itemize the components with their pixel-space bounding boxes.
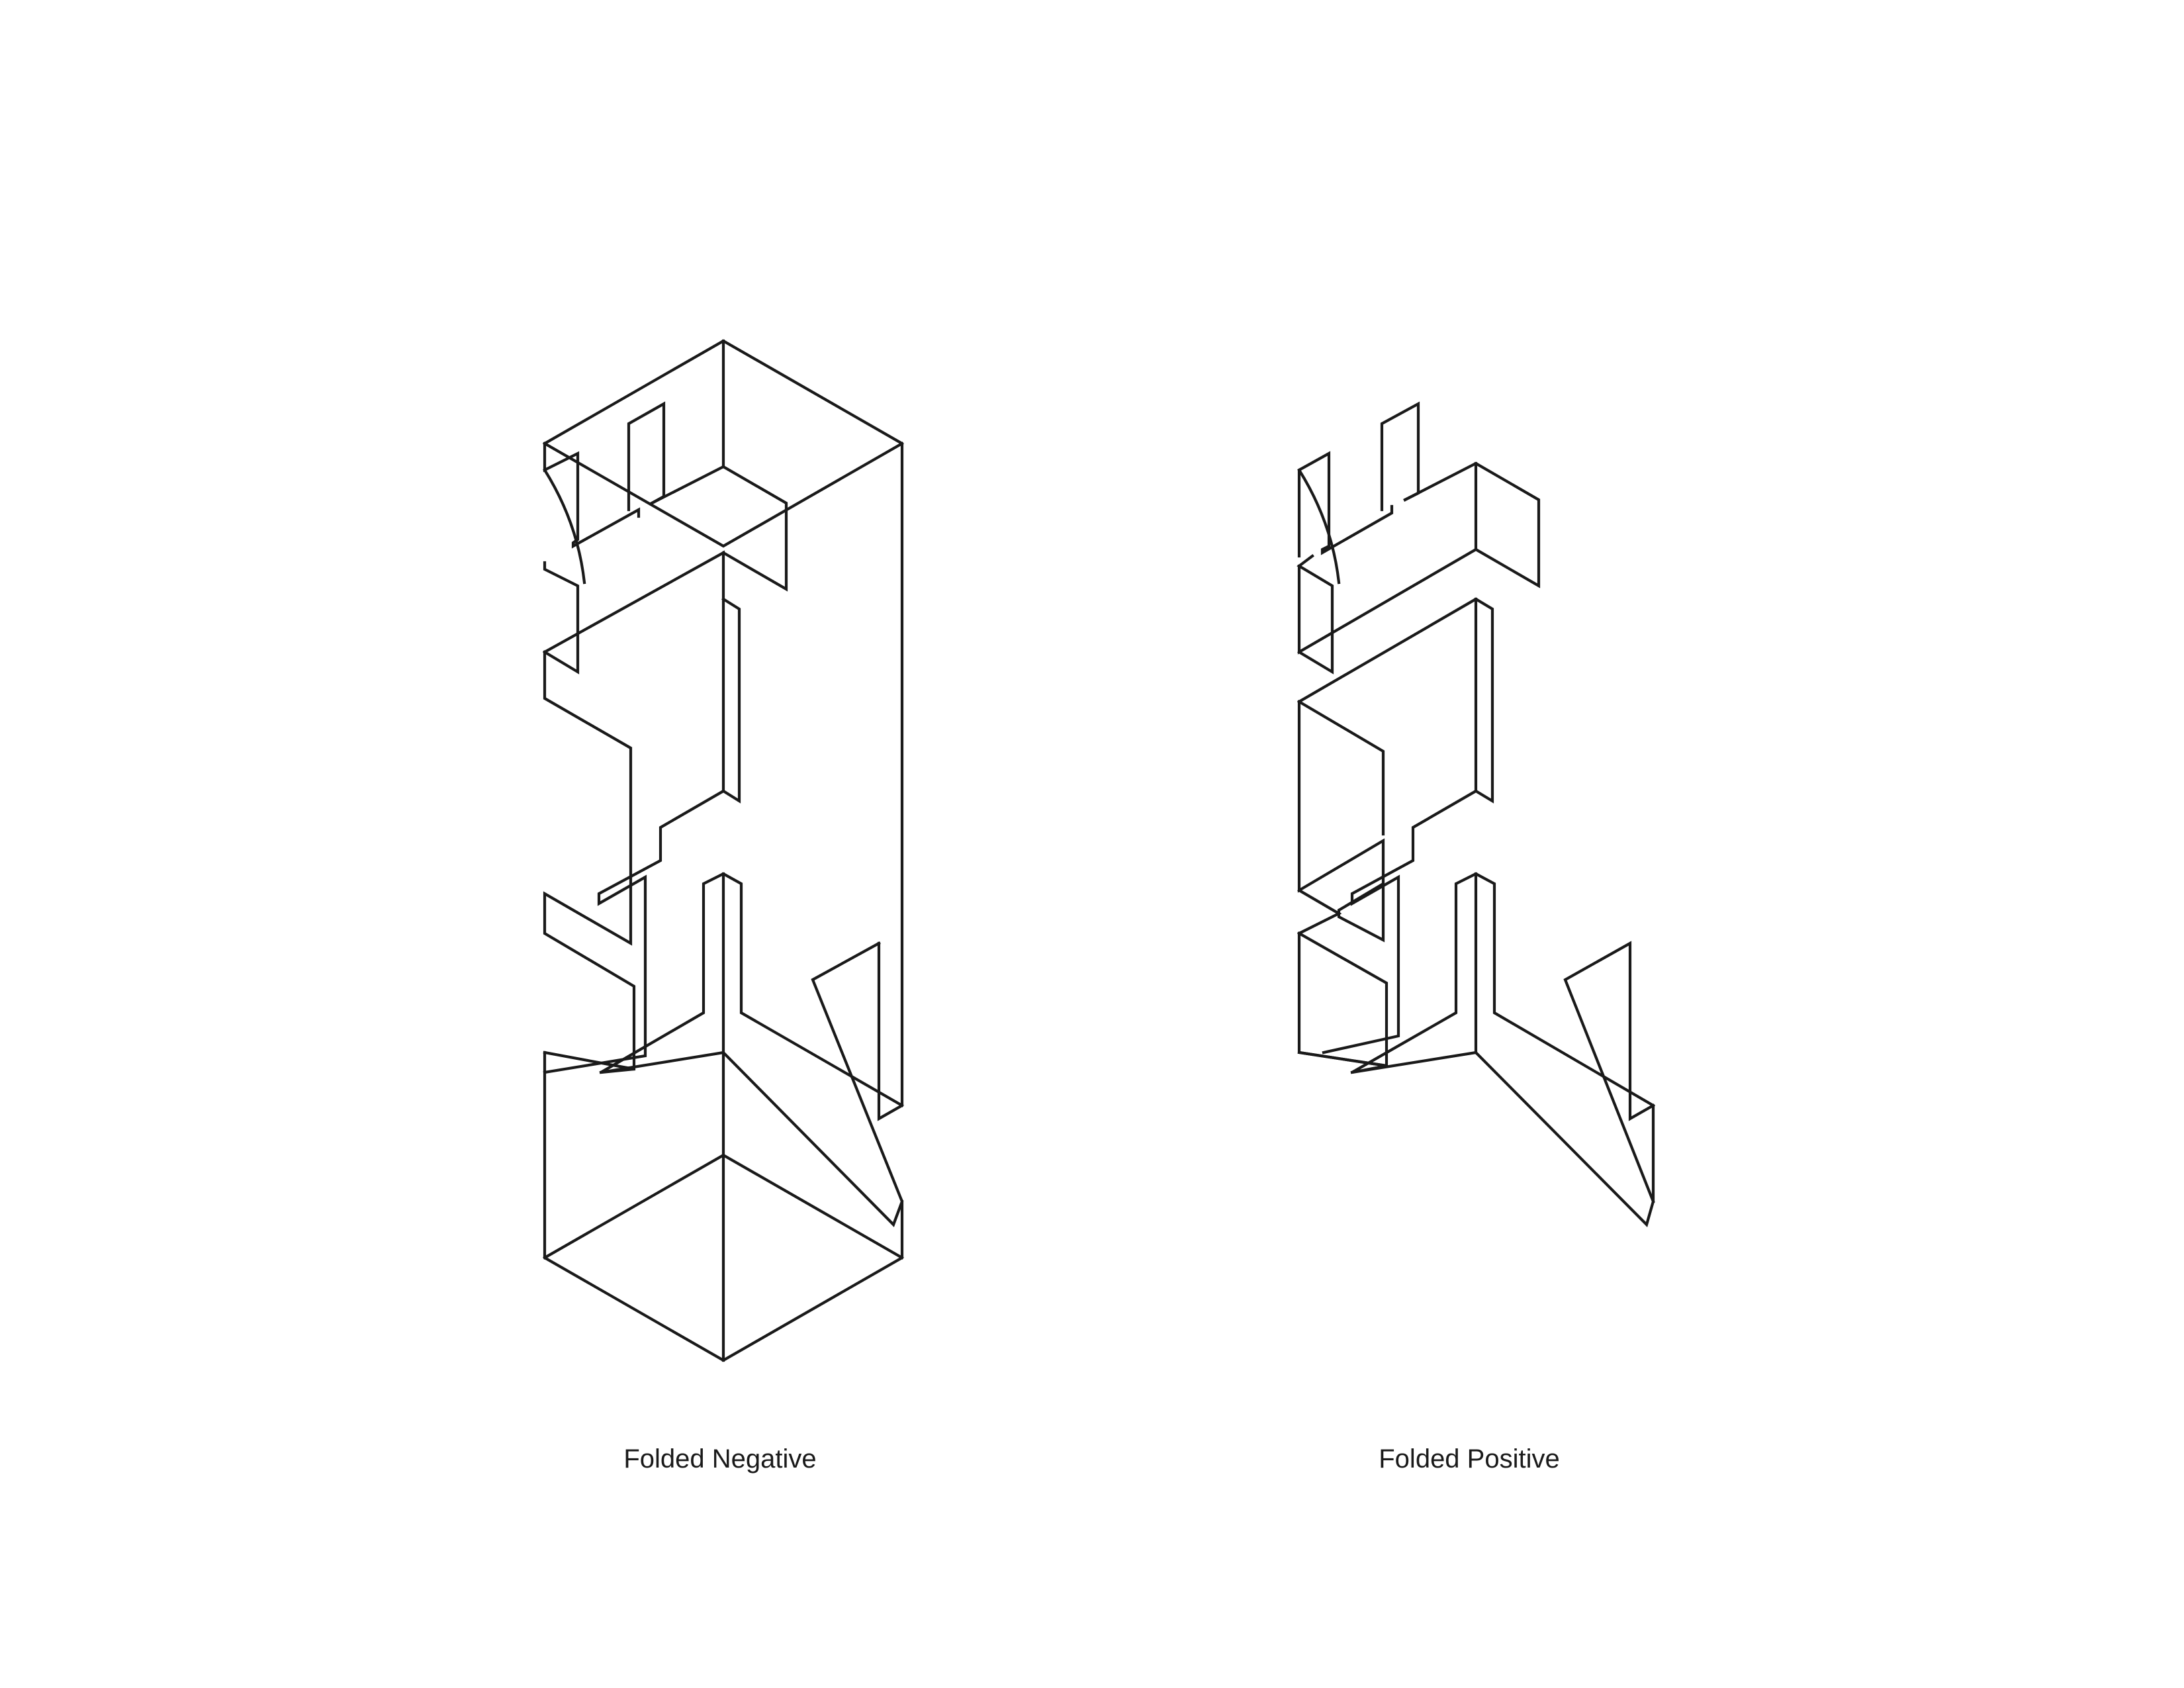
neg-upper-tab-2 (627, 401, 666, 512)
pos-curve (1297, 468, 1341, 585)
neg-lower-fold (599, 941, 904, 1227)
neg-top-outline (543, 339, 904, 1121)
neg-lower-tab (543, 561, 580, 675)
pos-upper-tab-3 (1380, 401, 1420, 512)
pos-lower-box (1297, 931, 1388, 1068)
neg-middle-left (543, 650, 636, 1071)
pos-middle-outline (1297, 597, 1494, 1055)
folded-positive-caption: Folded Positive (1379, 1444, 1560, 1474)
pos-lower-fold (1350, 1051, 1655, 1228)
neg-inner-diagonal (543, 442, 904, 548)
pos-upper-box (1403, 461, 1541, 588)
pos-middle-left (1297, 700, 1385, 943)
folded-negative-drawing (543, 339, 904, 1362)
neg-lower-diagonal (543, 1153, 904, 1260)
neg-middle-face (543, 597, 741, 1074)
folded-positive-drawing (1297, 401, 1655, 1228)
neg-curve (543, 468, 586, 585)
pos-upper-diagonal (1297, 547, 1478, 655)
neg-inner-step (650, 465, 788, 592)
pos-middle-left-2 (1297, 700, 1385, 836)
pos-lower-fold-2 (1563, 941, 1655, 1203)
pos-middle-left-3 (1297, 888, 1342, 935)
neg-middle-band (543, 550, 725, 793)
pos-upper-tab (1297, 554, 1334, 675)
pos-upper-tab-2 (1297, 451, 1394, 558)
folded-negative-caption: Folded Negative (623, 1444, 817, 1474)
